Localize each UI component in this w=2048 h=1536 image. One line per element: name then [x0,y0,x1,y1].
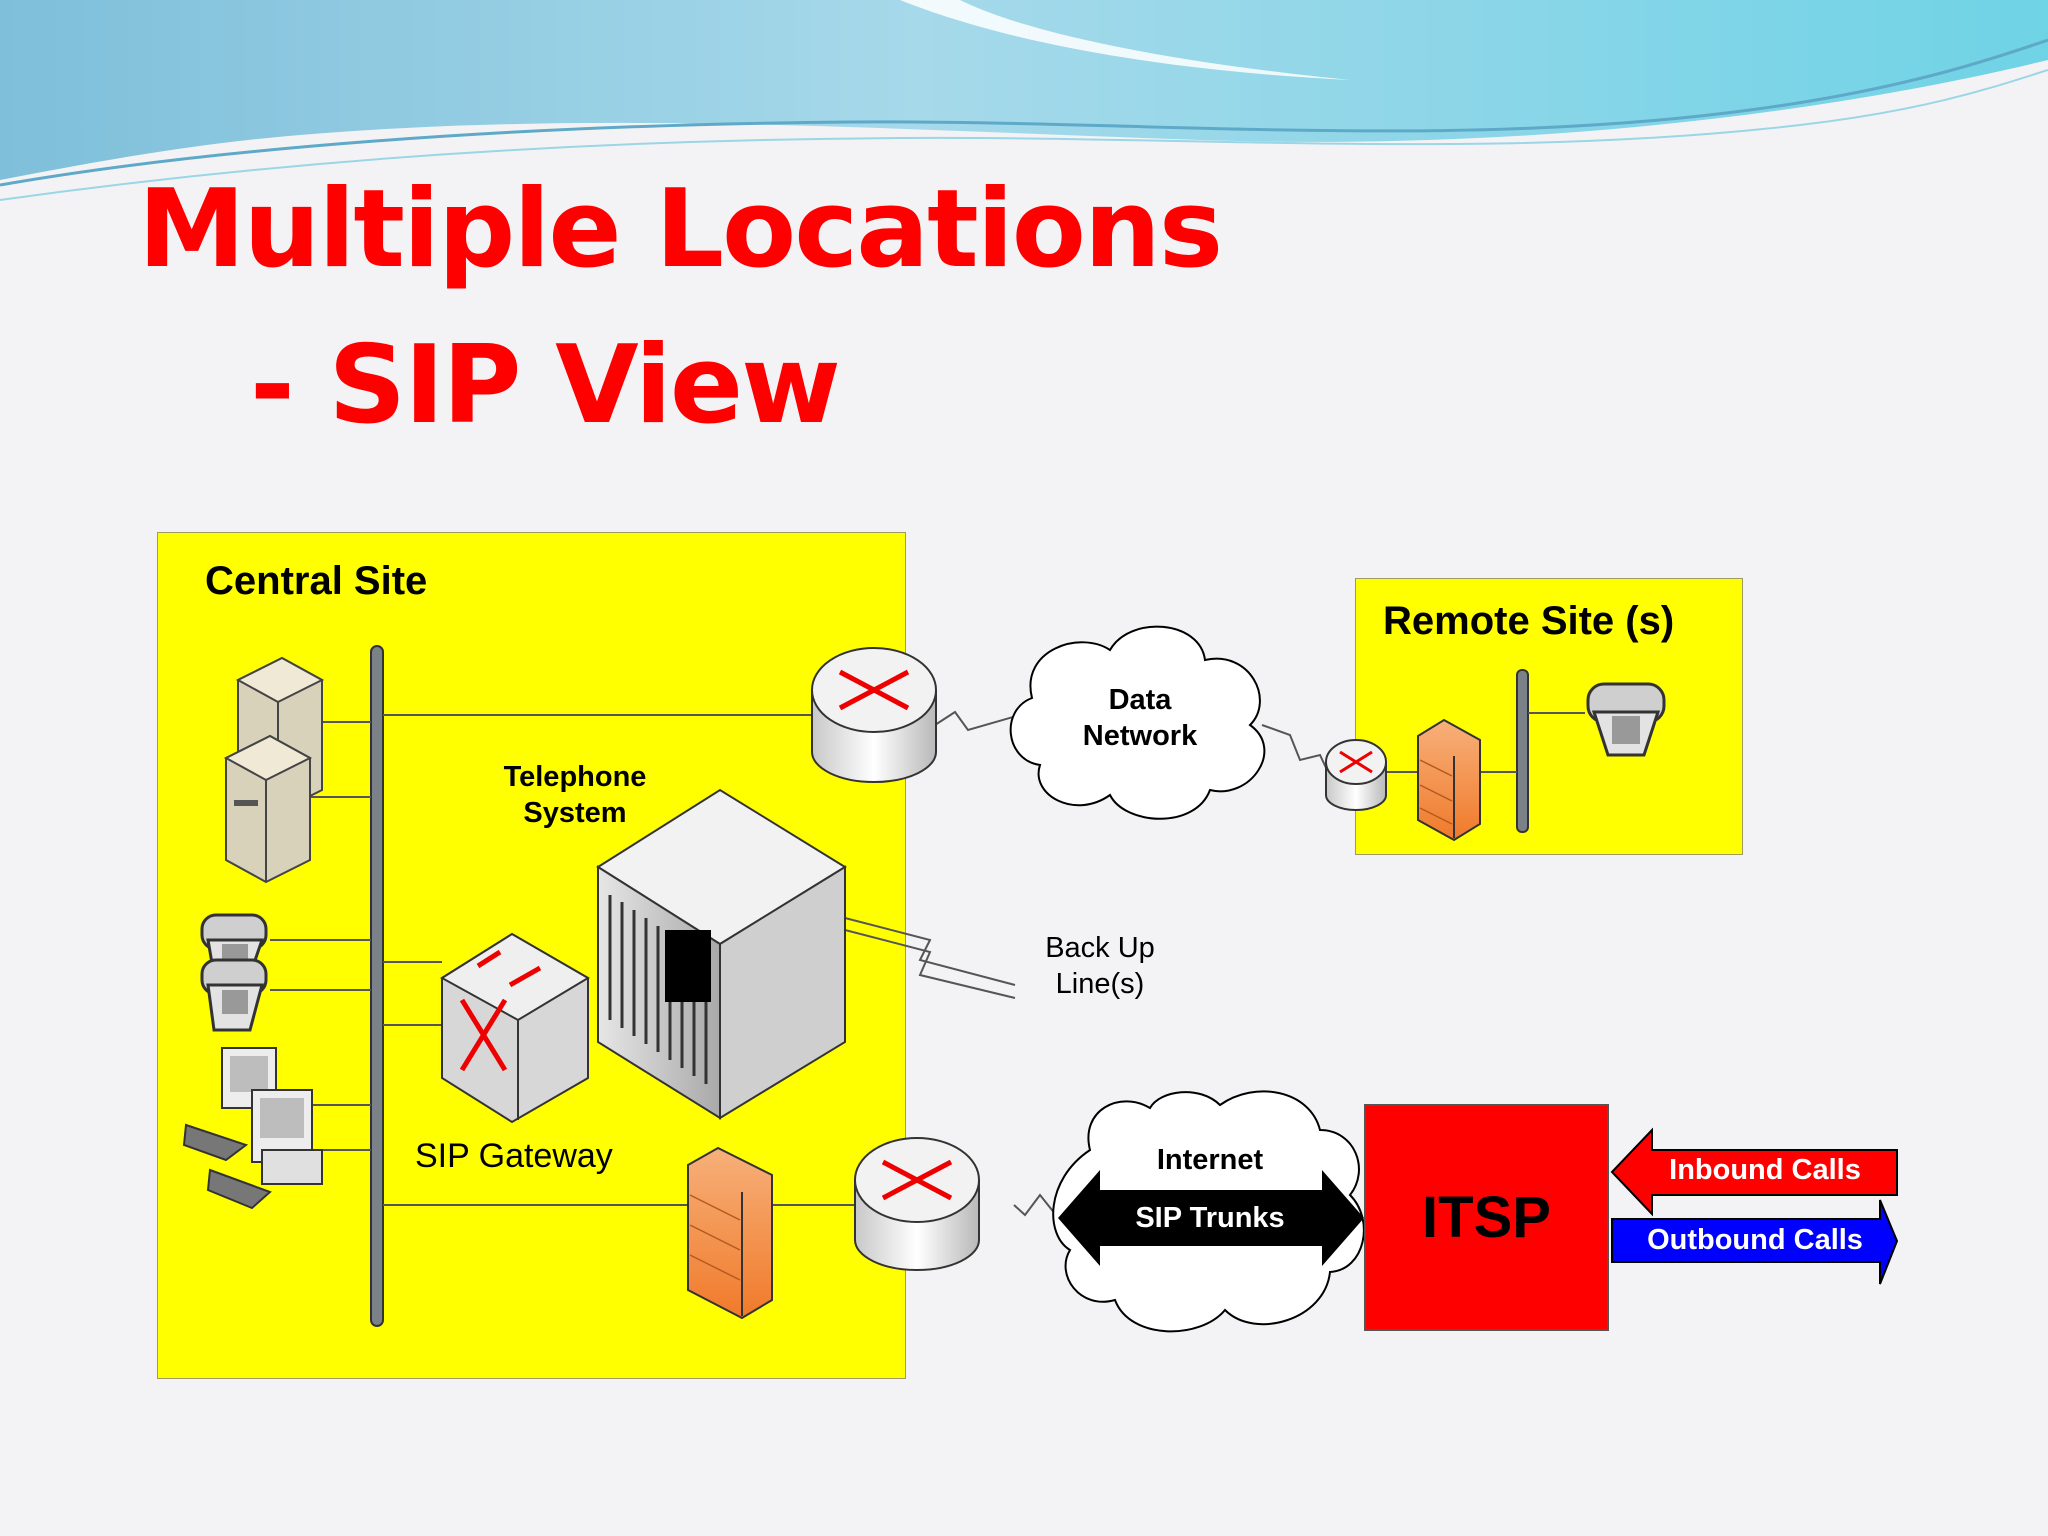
firewall-icon [1417,718,1481,842]
inbound-calls-label: Inbound Calls [1669,1154,1861,1186]
router-icon [811,647,937,783]
inbound-calls-arrow [1610,1127,1898,1217]
internet-label: Internet [1156,1144,1264,1176]
remote-site-label: Remote Site (s) [1383,599,1675,643]
outbound-calls-arrow [1611,1199,1899,1285]
connection-lines [270,710,1585,1222]
sip-trunks-label: SIP Trunks [1135,1202,1285,1234]
router-icon [1325,739,1387,811]
sip-trunks-arrow [1058,1170,1364,1266]
switch-icon [440,932,590,1124]
workstation-icon [206,1089,323,1210]
router-icon [854,1137,980,1271]
itsp-box [1364,1104,1609,1331]
remote-backbone-bar [1516,669,1529,833]
data-network-label: Data Network [1082,684,1198,753]
telephone-system-label: Telephone System [503,761,647,830]
sip-gateway-label: SIP Gateway [415,1137,613,1175]
central-site-label: Central Site [205,559,428,603]
itsp-label: ITSP [1422,1185,1551,1250]
cloud-icon [1009,625,1266,820]
outbound-calls-label: Outbound Calls [1647,1224,1863,1256]
header-wave [0,0,2048,201]
telephone-icon [200,958,268,1032]
server-icon [223,734,313,884]
pbx-icon [596,788,847,1120]
central-backbone-bar [370,645,384,1327]
title-line-1: Multiple Locations [138,167,1223,292]
backup-lines-label: Back Up Line(s) [1045,932,1155,1001]
telephone-icon [1586,682,1666,757]
title-line-2: - SIP View [250,323,841,448]
firewall-icon [687,1146,773,1320]
